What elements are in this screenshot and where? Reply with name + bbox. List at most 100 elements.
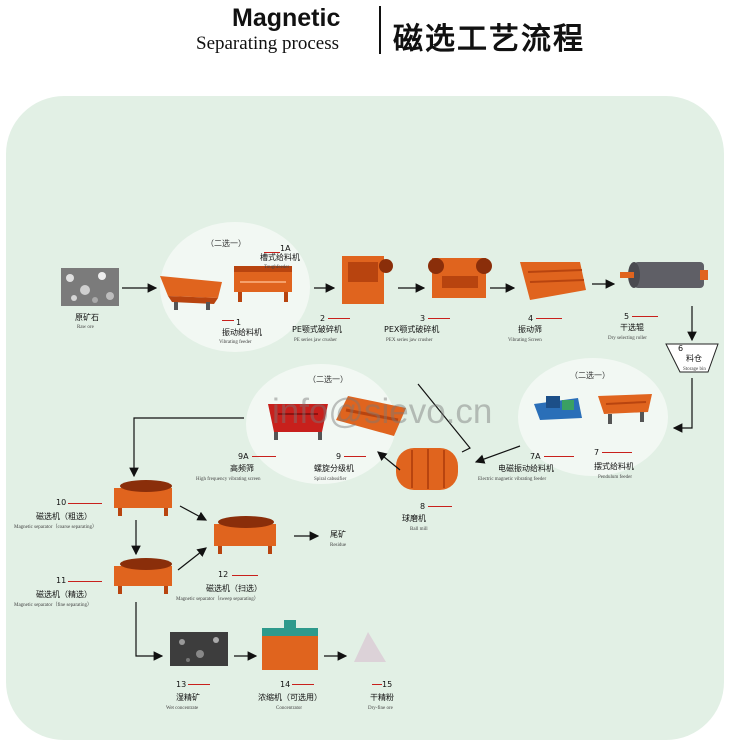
vibrating-screen-label-en: Vibrating Screen	[508, 338, 542, 343]
storage-bin-number: 6	[678, 344, 684, 353]
residue-label: 尾矿	[330, 530, 346, 539]
ball-mill-leader	[428, 506, 452, 507]
dry-fine-ore-label-en: Dry-fine ore	[368, 706, 393, 711]
spiral-classifier-icon	[336, 396, 406, 436]
vibrating-screen-leader	[536, 318, 562, 319]
pex-crusher-number: 3	[420, 314, 426, 323]
pendulum-feeder-number: 7	[594, 448, 600, 457]
ball-mill-label-en: Ball mill	[410, 527, 428, 532]
vibrating-feeder-label-en: Vibrating feeder	[219, 340, 252, 345]
choose-one-label-feeder: （二选一）	[206, 239, 246, 248]
trough-feeder-number: 1A	[280, 244, 291, 253]
raw-ore-icon	[61, 268, 119, 306]
hf-screen-icon	[268, 404, 328, 440]
wet-concentrate-label-en: Wet concentrate	[166, 706, 199, 711]
spiral-classifier-label-en: Spiral cabssifier	[314, 477, 347, 482]
dry-roller-number: 5	[624, 312, 630, 321]
concentrator-leader	[292, 684, 314, 685]
storage-bin-label-en: Storage bin	[683, 367, 706, 372]
spiral-classifier-leader	[344, 456, 366, 457]
em-feeder-number: 7A	[530, 452, 541, 461]
ms-coarse-leader	[68, 503, 102, 504]
hf-screen-number: 9A	[238, 452, 249, 461]
ms-sweep-leader	[232, 575, 258, 576]
ms-sweep-label-en: Magnetic separator（sweep separating）	[176, 597, 259, 602]
em-feeder-leader	[544, 456, 574, 457]
ms-fine-label: 磁选机（精选）	[36, 590, 92, 599]
pendulum-feeder-label: 摆式给料机	[594, 462, 634, 471]
pex-crusher-label-en: PEX series jaw crusher	[386, 338, 433, 343]
magnetic-separator-fine-icon	[114, 558, 172, 594]
ms-fine-label-en: Magnetic separator（fine separating）	[14, 603, 93, 608]
arrow-classifier-to-separator	[129, 417, 244, 478]
raw-ore-label: 原矿石	[75, 313, 99, 322]
storage-bin-icon	[665, 343, 719, 373]
concentrator-icon	[262, 620, 318, 670]
pe-crusher-number: 2	[320, 314, 326, 323]
dry-fine-ore-number: 15	[382, 680, 393, 689]
arrow-coarse-to-sweep	[179, 505, 208, 521]
vibrating-feeder-leader	[222, 320, 234, 321]
pex-crusher-leader	[428, 318, 450, 319]
residue-label-en: Residue	[330, 543, 347, 548]
pe-crusher-label-en: PE series jaw crusher	[294, 338, 337, 343]
dry-roller-label: 干选辊	[620, 323, 644, 332]
ms-coarse-label: 磁选机（粗选）	[36, 512, 92, 521]
em-feeder-label: 电磁振动给料机	[498, 464, 554, 473]
wet-concentrate-number: 13	[176, 680, 187, 689]
pex-crusher-icon	[428, 258, 492, 298]
pex-crusher-label: PEX颚式破碎机	[384, 325, 440, 334]
arrow-bin-to-feeder	[672, 378, 693, 433]
pe-crusher-icon	[342, 256, 393, 304]
ball-mill-icon	[396, 448, 458, 490]
dry-roller-leader	[632, 316, 658, 317]
wet-concentrate-icon	[170, 632, 228, 666]
hf-screen-label: 高频筛	[230, 464, 254, 473]
hf-screen-leader	[252, 456, 276, 457]
trough-feeder-icon	[234, 266, 292, 302]
dry-fine-ore-leader	[372, 684, 382, 685]
vibrating-feeder-number: 1	[236, 318, 242, 327]
arrow-feeder-to-mill	[474, 445, 521, 464]
title-english-line1: Magnetic	[232, 4, 341, 32]
ball-mill-number: 8	[420, 502, 426, 511]
vibrating-screen-icon	[520, 262, 586, 300]
wet-concentrate-label: 湿精矿	[176, 693, 200, 702]
arrow-fine-to-sweep	[177, 547, 207, 571]
title-chinese: 磁选工艺流程	[393, 22, 585, 57]
pendulum-feeder-leader	[602, 452, 632, 453]
magnetic-separator-sweep-icon	[214, 516, 276, 554]
ms-sweep-label: 磁选机（扫选）	[206, 584, 262, 593]
vibrating-screen-number: 4	[528, 314, 534, 323]
ms-fine-number: 11	[56, 576, 67, 585]
title-english-line2: Separating process	[196, 33, 339, 54]
ms-coarse-number: 10	[56, 498, 67, 507]
arrow-fine-to-wet-concentrate	[135, 602, 164, 661]
choose-one-label-fine-feeder: （二选一）	[570, 371, 610, 380]
ms-sweep-number: 12	[218, 570, 229, 579]
concentrator-label-en: Concentrator	[276, 706, 303, 711]
dry-roller-label-en: Dry selecting roller	[608, 336, 647, 341]
vibrating-feeder-label: 振动给料机	[222, 328, 262, 337]
vibrating-feeder-icon	[160, 276, 222, 310]
arrow-classifier-return	[417, 383, 471, 453]
pendulum-feeder-label-en: Pendulum feeder	[598, 475, 633, 480]
choose-one-label-classifier: （二选一）	[308, 375, 348, 384]
dry-fine-ore-label: 干精粉	[370, 693, 394, 702]
spiral-classifier-label: 螺旋分级机	[314, 464, 354, 473]
ms-coarse-label-en: Magnetic separator（coarse separating）	[14, 525, 98, 530]
pe-crusher-label: PE颚式破碎机	[292, 325, 342, 334]
concentrator-number: 14	[280, 680, 291, 689]
pe-crusher-leader	[328, 318, 350, 319]
ms-fine-leader	[68, 581, 102, 582]
spiral-classifier-number: 9	[336, 452, 342, 461]
magnetic-separator-coarse-icon	[114, 480, 172, 516]
trough-feeder-label: 槽式给料机	[260, 253, 300, 262]
dry-selecting-roller-icon	[620, 262, 708, 288]
em-feeder-label-en: Electric magnetic vibrating feeder	[478, 477, 547, 482]
dry-fine-ore-icon	[354, 632, 386, 662]
watermark-text: info@sievo.cn	[272, 392, 493, 431]
